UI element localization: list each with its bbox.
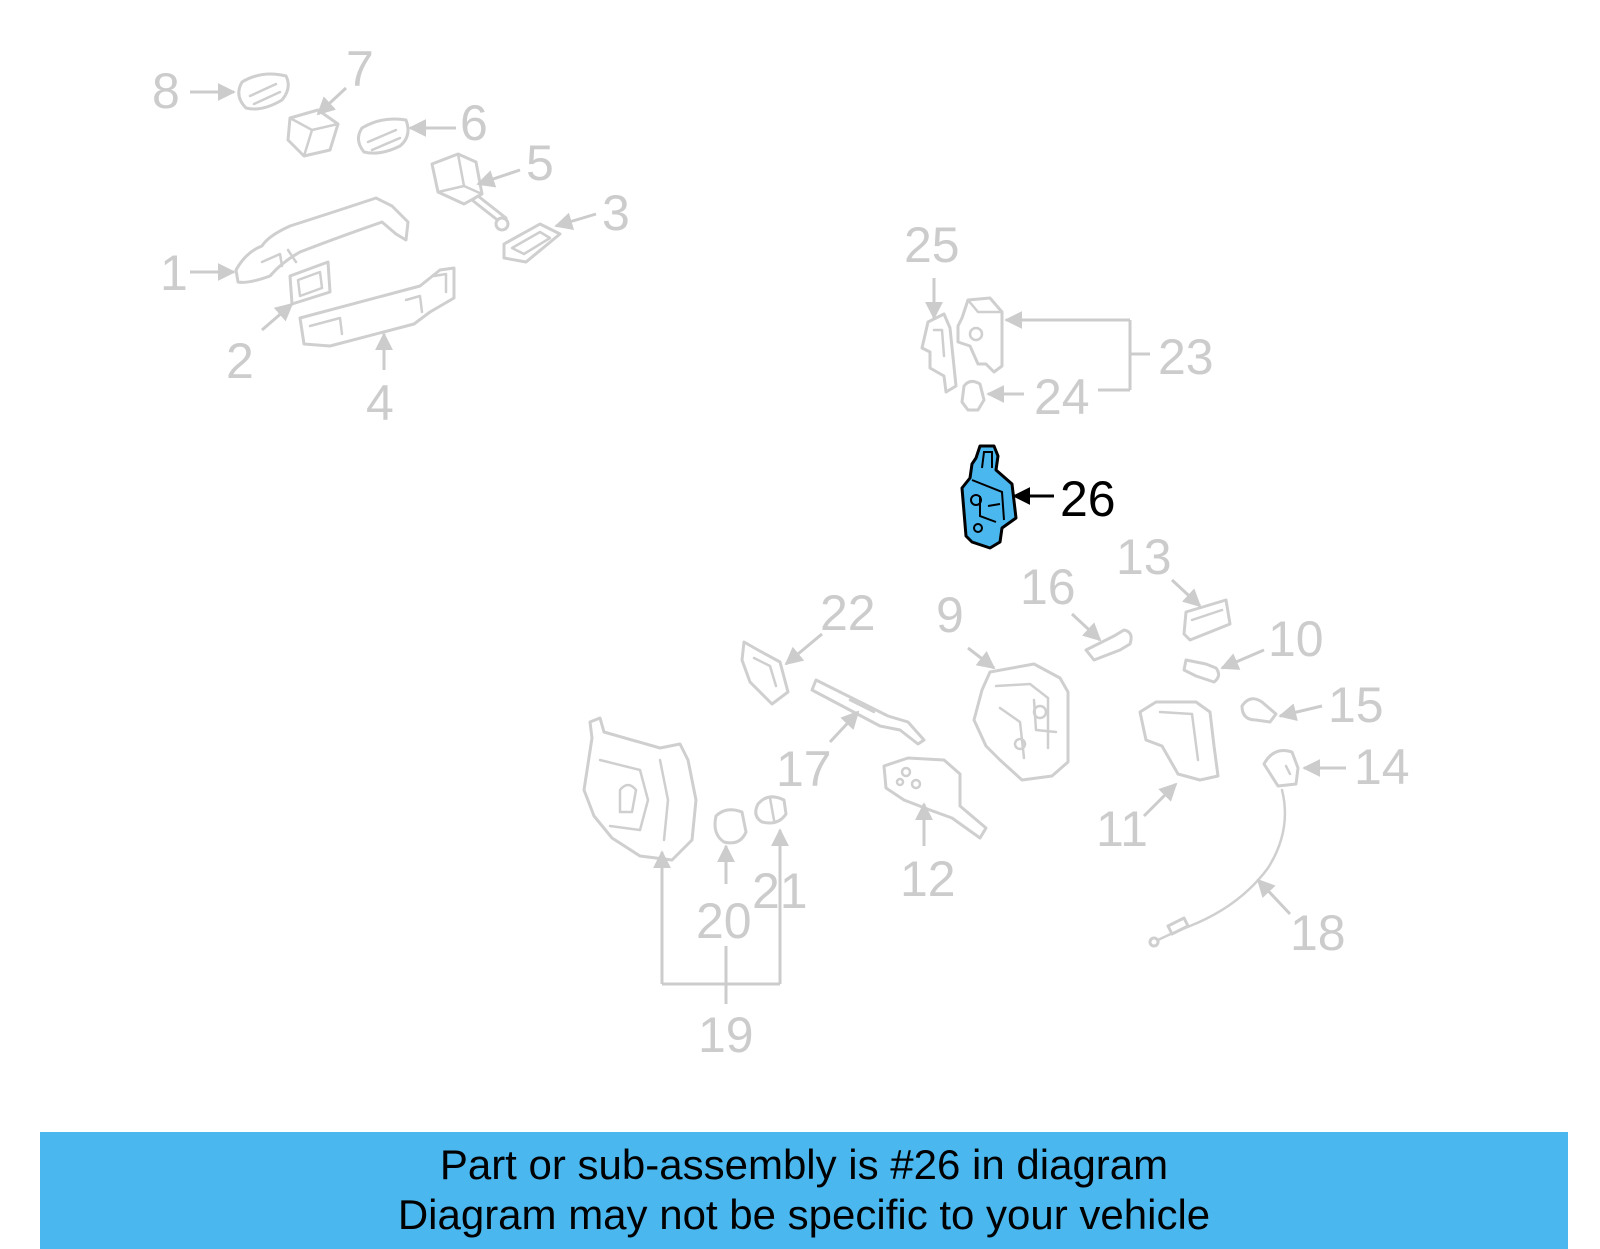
callout-7[interactable]: 7 [346, 41, 374, 97]
callout-14[interactable]: 14 [1354, 739, 1410, 795]
callout-11[interactable]: 11 [1096, 801, 1148, 857]
callout-15[interactable]: 15 [1328, 677, 1384, 733]
part-5-lock-cylinder [430, 152, 510, 232]
part-22-clip [740, 640, 790, 706]
part-3-gasket [502, 222, 562, 264]
part-19-actuator [582, 716, 698, 862]
part-16-bolt [1084, 628, 1133, 662]
part-8-handle-cap [237, 72, 290, 111]
part-14-clip [1262, 749, 1300, 788]
callout-21[interactable]: 21 [752, 863, 808, 919]
part-4-handle-bracket [298, 266, 456, 348]
callout-1[interactable]: 1 [160, 245, 188, 301]
callout-17[interactable]: 17 [776, 741, 832, 797]
part-21-bushing [754, 795, 788, 825]
callout-8[interactable]: 8 [152, 63, 180, 119]
callout-10[interactable]: 10 [1268, 611, 1324, 667]
part-9-latch-assembly [972, 662, 1070, 782]
part-23-striker [956, 296, 1004, 374]
callout-20[interactable]: 20 [696, 893, 752, 949]
callout-9[interactable]: 9 [936, 587, 964, 643]
part-10-bolt [1182, 658, 1221, 684]
callout-4[interactable]: 4 [366, 375, 394, 431]
callout-25[interactable]: 25 [904, 217, 960, 273]
part-13-cover [1182, 598, 1232, 642]
callout-2[interactable]: 2 [226, 333, 254, 389]
callout-23[interactable]: 23 [1158, 329, 1214, 385]
part-11-bracket [1138, 700, 1220, 782]
callout-24[interactable]: 24 [1034, 369, 1090, 425]
part-25-bracket [920, 312, 958, 394]
part-6-handle-cap [357, 117, 410, 155]
part-15-clip [1240, 697, 1278, 724]
part-1-outer-handle [234, 196, 410, 284]
part-20-bushing [713, 808, 748, 845]
part-26-highlighted [960, 444, 1018, 550]
part-7-cover [286, 108, 340, 158]
callout-22[interactable]: 22 [820, 585, 876, 641]
part-2-gasket [288, 260, 332, 306]
callout-26[interactable]: 26 [1060, 471, 1116, 527]
info-banner: Part or sub-assembly is #26 in diagram D… [40, 1132, 1568, 1249]
callout-19[interactable]: 19 [698, 1007, 754, 1063]
callout-16[interactable]: 16 [1020, 559, 1076, 615]
callout-5[interactable]: 5 [526, 135, 554, 191]
callout-13[interactable]: 13 [1116, 529, 1172, 585]
callout-labels: 8 7 6 5 3 1 2 4 25 23 24 26 13 16 22 9 1… [152, 41, 1410, 1063]
callout-18[interactable]: 18 [1290, 905, 1346, 961]
banner-line-disclaimer: Diagram may not be specific to your vehi… [397, 1191, 1211, 1238]
callout-3[interactable]: 3 [602, 185, 630, 241]
part-17-rod [810, 678, 926, 746]
part-18-cable [1148, 788, 1287, 948]
callout-6[interactable]: 6 [460, 95, 488, 151]
callout-12[interactable]: 12 [900, 851, 956, 907]
banner-line-part-number: Part or sub-assembly is #26 in diagram [439, 1141, 1169, 1188]
leader-lines [190, 83, 1346, 1004]
part-24-bolt [960, 379, 986, 412]
part-12-lever [882, 756, 988, 840]
